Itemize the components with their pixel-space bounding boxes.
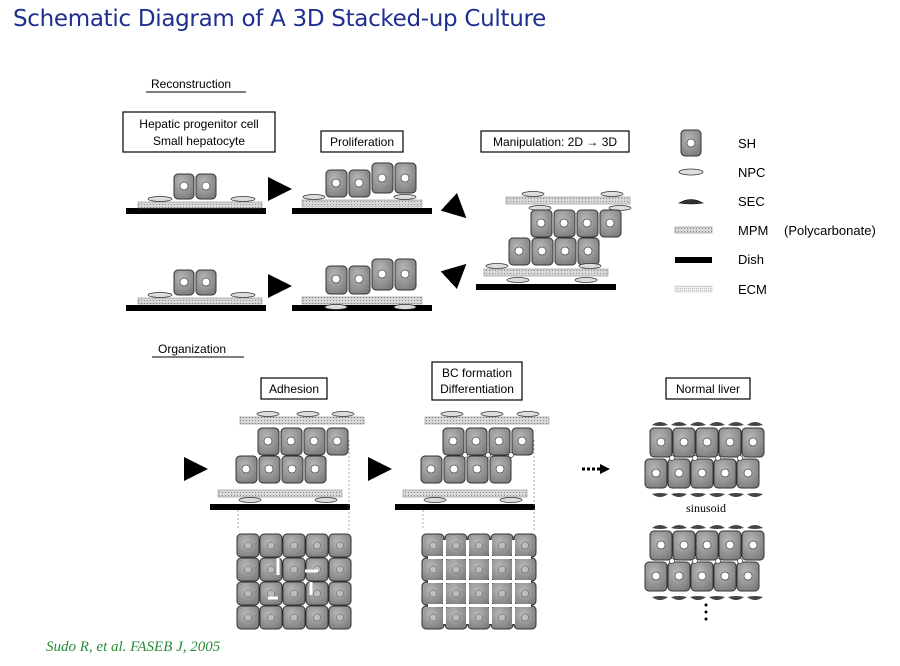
- normal-liver-upper: [644, 422, 765, 497]
- legend-npc: NPC: [678, 165, 765, 180]
- box-hepatic-line2: Small hepatocyte: [153, 134, 245, 148]
- legend-sh-label: SH: [738, 136, 756, 151]
- stage-bc-grid: [421, 533, 537, 630]
- legend-dish-label: Dish: [738, 252, 764, 267]
- box-hepatic-line1: Hepatic progenitor cell: [139, 117, 258, 131]
- box-manipulation: Manipulation: 2D → 3D: [480, 130, 630, 153]
- legend-sh: SH: [680, 129, 756, 157]
- legend-ecm: ECM: [674, 282, 767, 297]
- legend-mpm-label: MPM: [738, 223, 768, 238]
- sinusoid-label: sinusoid: [686, 501, 726, 515]
- stage-bc-side: [395, 411, 550, 530]
- stage-initial-upper: [126, 173, 266, 214]
- box-proliferation: Proliferation: [320, 130, 404, 153]
- stage-manipulation-stack: [476, 191, 632, 290]
- stage-initial-lower: [126, 269, 266, 311]
- box-adhesion: Adhesion: [260, 377, 328, 400]
- arrow-merge-up: [440, 263, 467, 290]
- stage-proliferation-upper: [292, 162, 432, 214]
- box-bc-formation: BC formation Differentiation: [431, 361, 523, 401]
- section-organization-label: Organization: [158, 342, 226, 356]
- box-normal-liver-label: Normal liver: [676, 382, 740, 396]
- box-normal-liver: Normal liver: [665, 377, 751, 400]
- stage-adhesion-grid: [236, 533, 352, 630]
- normal-liver-lower: [644, 525, 765, 600]
- box-proliferation-label: Proliferation: [330, 135, 394, 149]
- box-manipulation-label: Manipulation: 2D → 3D: [493, 135, 617, 149]
- slide-title: Schematic Diagram of A 3D Stacked-up Cul…: [13, 6, 546, 32]
- box-adhesion-label: Adhesion: [269, 382, 319, 396]
- continuation-dots: [704, 603, 708, 621]
- arrow-to-normal-liver-dashed: [582, 464, 610, 474]
- box-bc-line1: BC formation: [442, 366, 512, 380]
- stage-adhesion-side: [210, 411, 365, 530]
- section-reconstruction-label: Reconstruction: [151, 77, 231, 91]
- stage-proliferation-lower: [292, 258, 432, 311]
- box-hepatic-progenitor: Hepatic progenitor cell Small hepatocyte: [122, 111, 276, 153]
- box-bc-line2: Differentiation: [440, 382, 514, 396]
- legend-ecm-label: ECM: [738, 282, 767, 297]
- legend-dish: Dish: [675, 252, 764, 267]
- legend: SH NPC SEC MPM (Polycarbonate) Dish ECM: [674, 129, 876, 297]
- legend-mpm: MPM (Polycarbonate): [674, 223, 876, 238]
- arrow-merge-down: [440, 192, 467, 219]
- legend-mpm-note: (Polycarbonate): [784, 223, 876, 238]
- legend-sec: SEC: [678, 194, 765, 209]
- legend-npc-label: NPC: [738, 165, 765, 180]
- legend-sec-label: SEC: [738, 194, 765, 209]
- citation: Sudo R, et al. FASEB J, 2005: [46, 639, 221, 655]
